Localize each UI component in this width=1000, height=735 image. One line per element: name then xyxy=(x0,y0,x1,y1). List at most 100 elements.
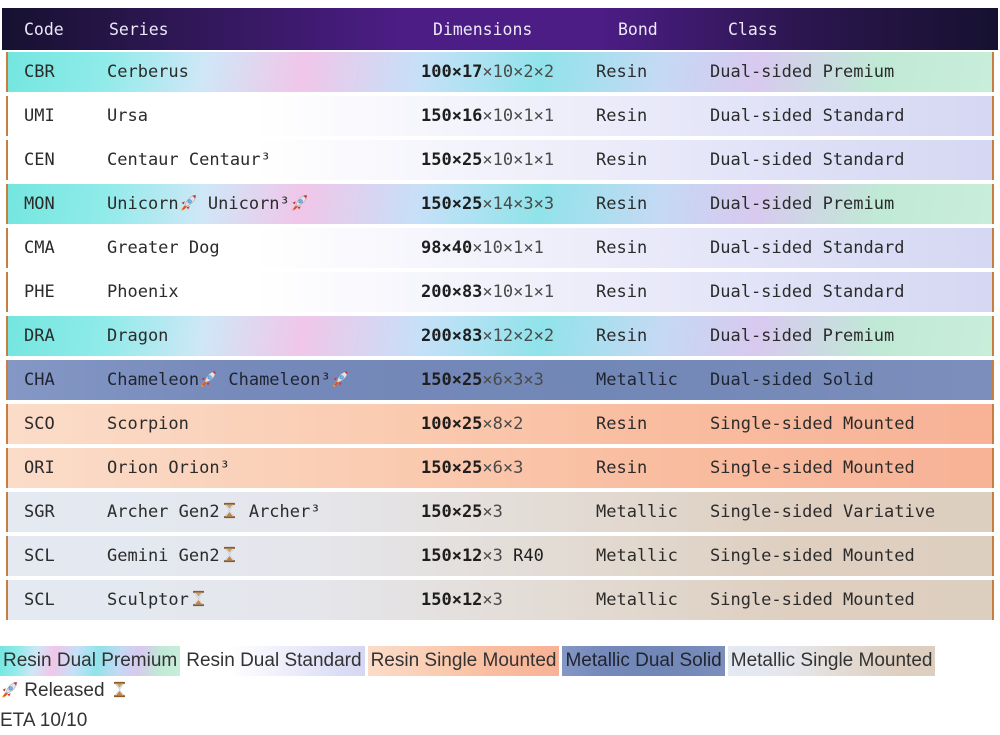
cell-code: PHE xyxy=(24,282,55,302)
cell-code: MON xyxy=(24,194,55,214)
dimensions-rest: ×10×1×1 xyxy=(482,106,555,126)
cell-bond: Resin xyxy=(596,458,648,478)
dimensions-main: 150×12 xyxy=(421,546,483,566)
legend-chip: Metallic Dual Solid xyxy=(562,646,725,676)
cell-dimensions: 150×25×10×1×1 xyxy=(421,150,596,170)
table-row: SGR Archer Gen2 Archer³ 150×25×3 Metalli… xyxy=(6,492,994,532)
cell-bond: Metallic xyxy=(596,502,678,522)
table-row: MON Unicorn Unicorn³ 150×25×14×3×3 Resin… xyxy=(6,184,994,224)
cell-bond: Resin xyxy=(596,282,648,302)
cell-code: CHA xyxy=(24,370,55,390)
cell-dimensions: 150×12×3 R40 xyxy=(421,546,596,566)
cell-dimensions: 150×16×10×1×1 xyxy=(421,106,596,126)
cell-dimensions: 98×40×10×1×1 xyxy=(421,238,596,258)
header-cell-code: Code xyxy=(24,19,64,39)
cell-bond: Resin xyxy=(596,194,648,214)
cell-bond: Metallic xyxy=(596,590,678,610)
dimensions-main: 150×25 xyxy=(421,194,483,214)
cell-code: SCO xyxy=(24,414,55,434)
cell-class: Dual-sided Premium xyxy=(710,62,895,82)
cell-class: Dual-sided Standard xyxy=(710,106,905,126)
table-row: PHE Phoenix 200×83×10×1×1 Resin Dual-sid… xyxy=(6,272,994,312)
cell-class: Dual-sided Premium xyxy=(710,194,895,214)
cell-dimensions: 150×25×6×3×3 xyxy=(421,370,596,390)
cell-code: DRA xyxy=(24,326,55,346)
dimensions-main: 150×25 xyxy=(421,502,483,522)
rocket-icon xyxy=(1,681,17,698)
rocket-icon xyxy=(291,194,307,211)
cell-code: SCL xyxy=(24,546,55,566)
dimensions-rest: ×14×3×3 xyxy=(482,194,555,214)
dimensions-main: 150×12 xyxy=(421,590,483,610)
cell-class: Dual-sided Standard xyxy=(710,282,905,302)
cell-code: CMA xyxy=(24,238,55,258)
cell-dimensions: 100×17×10×2×2 xyxy=(421,62,596,82)
cell-series: Chameleon Chameleon³ xyxy=(107,370,421,390)
cell-series: Cerberus xyxy=(107,62,189,82)
cell-series: Phoenix xyxy=(107,282,179,302)
dimensions-rest: ×8×2 xyxy=(482,414,524,434)
hourglass-icon xyxy=(223,546,235,563)
dimensions-rest: ×3 xyxy=(482,546,503,566)
dimensions-rest: ×10×1×1 xyxy=(482,150,555,170)
cell-series: Scorpion xyxy=(107,414,189,434)
cell-code: CEN xyxy=(24,150,55,170)
table-row: CEN Centaur Centaur³ 150×25×10×1×1 Resin… xyxy=(6,140,994,180)
cell-dimensions: 100×25×8×2 xyxy=(421,414,596,434)
cell-class: Single-sided Variative xyxy=(710,502,936,522)
legend-chip: Resin Dual Premium xyxy=(0,646,181,676)
cell-dimensions: 150×12×3 xyxy=(421,590,596,610)
dimensions-main: 150×25 xyxy=(421,150,483,170)
cell-bond: Resin xyxy=(596,326,648,346)
cell-dimensions: 150×25×14×3×3 xyxy=(421,194,596,214)
table-row: SCL Sculptor 150×12×3 Metallic Single-si… xyxy=(6,580,994,620)
table-row: CMA Greater Dog 98×40×10×1×1 Resin Dual-… xyxy=(6,228,994,268)
cell-class: Dual-sided Solid xyxy=(710,370,874,390)
cell-series: Archer Gen2 Archer³ xyxy=(107,502,321,522)
dimensions-main: 100×17 xyxy=(421,62,483,82)
cell-class: Single-sided Mounted xyxy=(710,458,915,478)
dimensions-main: 98×40 xyxy=(421,238,473,258)
dimensions-main: 150×25 xyxy=(421,458,483,478)
cell-series: Centaur Centaur³ xyxy=(107,150,271,170)
cell-series: Orion Orion³ xyxy=(107,458,230,478)
cell-class: Dual-sided Standard xyxy=(710,238,905,258)
legend-chip: Metallic Single Mounted xyxy=(727,646,936,676)
table-row: DRA Dragon 200×83×12×2×2 Resin Dual-side… xyxy=(6,316,994,356)
cell-code: UMI xyxy=(24,106,55,126)
cell-bond: Metallic xyxy=(596,370,678,390)
table-row: SCO Scorpion 100×25×8×2 Resin Single-sid… xyxy=(6,404,994,444)
header-cell-dimensions: Dimensions xyxy=(433,19,533,39)
cell-bond: Resin xyxy=(596,150,648,170)
dimensions-main: 200×83 xyxy=(421,326,483,346)
dimensions-main: 200×83 xyxy=(421,282,483,302)
cell-series: Gemini Gen2 xyxy=(107,546,421,566)
product-table: Code Series Dimensions Bond Class CBR Ce… xyxy=(0,8,1000,620)
cell-bond: Resin xyxy=(596,414,648,434)
cell-code: CBR xyxy=(24,62,55,82)
cell-dimensions: 200×83×12×2×2 xyxy=(421,326,596,346)
cell-code: SCL xyxy=(24,590,55,610)
cell-dimensions: 200×83×10×1×1 xyxy=(421,282,596,302)
eta-note: ETA 10/10 xyxy=(0,710,88,731)
dimensions-suffix: R40 xyxy=(502,546,544,566)
cell-class: Single-sided Mounted xyxy=(710,546,915,566)
table-header: Code Series Dimensions Bond Class xyxy=(2,8,998,50)
cell-series: Sculptor xyxy=(107,590,421,610)
cell-dimensions: 150×25×3 xyxy=(421,502,596,522)
dimensions-rest: ×10×1×1 xyxy=(472,238,544,258)
cell-bond: Resin xyxy=(596,62,648,82)
dimensions-main: 100×25 xyxy=(421,414,483,434)
legend-chip: Resin Dual Standard xyxy=(183,646,365,676)
cell-series: Ursa xyxy=(107,106,148,126)
rocket-icon xyxy=(200,370,217,387)
table-body: CBR Cerberus 100×17×10×2×2 Resin Dual-si… xyxy=(0,52,1000,620)
cell-series: Unicorn Unicorn³ xyxy=(107,194,421,214)
header-cell-bond: Bond xyxy=(618,19,658,39)
cell-class: Dual-sided Standard xyxy=(710,150,905,170)
table-row: ORI Orion Orion³ 150×25×6×3 Resin Single… xyxy=(6,448,994,488)
dimensions-rest: ×6×3×3 xyxy=(482,370,544,390)
hourglass-icon xyxy=(223,502,235,519)
